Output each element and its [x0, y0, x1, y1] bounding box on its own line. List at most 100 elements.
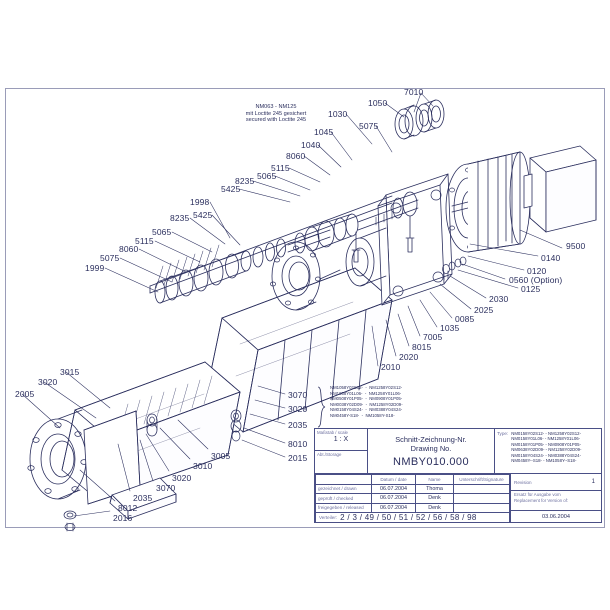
partlist-right-code: NM1258Y01L06- — [368, 390, 402, 396]
partlist-separator: - — [359, 412, 366, 418]
signature-date: 06.07.2004 — [371, 493, 416, 504]
loctite-note: NM063 - NM125 mit Loctite 245 gesichert … — [224, 104, 328, 124]
partlist-row: NM0158Y04S24- - NM0388Y04S24- — [330, 407, 403, 413]
partlist-left-code: NM0458Y-S18- — [330, 412, 360, 418]
col-date: Datum / date — [371, 474, 416, 485]
part-number-label: 8235 — [235, 176, 255, 186]
col-signature: Unterschrift/Signature — [453, 474, 510, 485]
partlist-separator: - — [362, 385, 370, 390]
part-number-label: 3070 — [288, 390, 308, 400]
signature-date: 06.07.2004 — [371, 483, 416, 494]
partlist-left-code: NM1058Y01L06- — [330, 390, 363, 396]
partlist-brace — [317, 386, 326, 428]
part-number-label: 0120 — [527, 266, 547, 276]
part-number-label: 5065 — [152, 227, 172, 237]
type-row: NM0638Y02D09- - NM1258Y02D09- — [511, 447, 582, 453]
part-number-label: 3020 — [172, 473, 192, 483]
part-number-label: 3005 — [211, 451, 231, 461]
part-number-label: 7005 — [423, 332, 443, 342]
storage-label: Abt./Storage — [317, 452, 342, 457]
title-block-top: Maßstab / scale 1 : X Abt./Storage Schni… — [315, 429, 601, 474]
part-number-label: 5115 — [271, 163, 290, 173]
revision-value: 1 — [591, 479, 595, 485]
partlist-left-code: NM0038Y02D09- — [330, 401, 364, 407]
signature-name: Denk — [415, 493, 454, 504]
replacement-label-en: Replacement for Version of: — [514, 497, 569, 503]
part-number-label: 2025 — [474, 305, 494, 315]
distribution-cell: Verteiler: 2 / 3 / 49 / 50 / 51 / 52 / 5… — [315, 513, 510, 523]
part-number-label: 2016 — [113, 513, 133, 523]
type-row: NM0458Y--S18- - NM1058Y--S18- — [511, 458, 577, 464]
revision-section: Revision 1 Ersatz für Ausgabe vom Replac… — [510, 474, 601, 523]
loctite-note-line1: NM063 - NM125 — [255, 104, 297, 110]
partlist-right-code: NM1258Y02D09- — [369, 401, 403, 407]
part-number-label: 3020 — [38, 377, 58, 387]
partlist-left-code: NM0508Y01P05- — [330, 396, 363, 402]
part-number-label: 3015 — [60, 367, 80, 377]
storage-value — [315, 457, 367, 458]
part-number-label: 3010 — [193, 461, 213, 471]
part-number-label: 5075 — [100, 253, 120, 263]
drawing-number: NMBY010.000 — [393, 455, 469, 468]
part-number-label: 5075 — [359, 121, 379, 131]
part-number-label: 2030 — [489, 294, 509, 304]
partlist-right-code: NM1058Y-S18- — [365, 412, 395, 418]
part-number-label: 2010 — [381, 362, 401, 372]
part-number-label: 5115 — [135, 236, 154, 246]
part-number-label: 1030 — [328, 109, 348, 119]
replacement-date: 03.06.2004 — [542, 514, 570, 520]
part-number-label: 2015 — [288, 453, 308, 463]
distribution-value: 2 / 3 / 49 / 50 / 51 / 52 / 56 / 58 / 98 — [340, 513, 477, 522]
part-number-label: 2035 — [288, 420, 308, 430]
signature-role: gezeichnet / drawn — [315, 483, 372, 494]
distribution-label: Verteiler: — [319, 515, 338, 520]
partlist-right-code: NM1258Y02S12- — [369, 385, 403, 390]
loctite-note-line3: secured with Loctite 245 — [245, 117, 307, 124]
revision-row: Revision 1 — [511, 474, 601, 491]
loctite-note-line2: mit Loctite 245 gesichert — [245, 110, 307, 117]
signature-role: geprüft / checked — [315, 493, 372, 504]
type-label: Type: — [497, 430, 509, 436]
partlist-separator: - — [362, 407, 370, 413]
scale-storage-cells: Maßstab / scale 1 : X Abt./Storage — [315, 429, 368, 473]
signature-field[interactable] — [453, 493, 510, 504]
signature-field[interactable] — [453, 502, 510, 513]
part-number-label: 8012 — [118, 503, 138, 513]
signature-date: 06.07.2004 — [371, 502, 416, 513]
part-number-label: 9500 — [566, 241, 586, 251]
part-number-label: 0560 (Option) — [509, 275, 563, 285]
storage-cell: Abt./Storage — [315, 451, 367, 473]
signature-section: Datum / date Name Unterschrift/Signature… — [315, 474, 510, 523]
type-row: NM0158Y01L06- - NM1258Y01L06- — [511, 436, 581, 442]
part-number-label: 2035 — [133, 493, 153, 503]
partlist-row: NM1058Y01L06- - NM1258Y01L06- — [330, 391, 403, 397]
partlist-row: NM0038Y02D09- - NM1258Y02D09- — [330, 402, 403, 408]
col-role — [315, 474, 372, 485]
part-number-label: 1050 — [368, 98, 388, 108]
signature-name: Denk — [415, 502, 454, 513]
type-list-cell: Type: NM0158Y02S12- - NM1258Y02S12-NM015… — [495, 429, 601, 473]
partlist-separator: - — [362, 390, 369, 396]
scale-cell: Maßstab / scale 1 : X — [315, 429, 367, 451]
partlist-right-code: NM0908Y01P05- — [369, 396, 403, 402]
part-number-label: 0125 — [521, 284, 541, 294]
replacement-row: Ersatz für Ausgabe vom Replacement for V… — [511, 491, 601, 511]
signature-field[interactable] — [453, 483, 510, 494]
part-number-label: 3020 — [288, 404, 308, 414]
partlist-separator: - — [362, 396, 370, 402]
part-number-label: 8015 — [412, 342, 432, 352]
part-number-label: 7010 — [404, 87, 424, 97]
type-row: NM0158Y01P05- - NM0908Y01P05- — [511, 441, 581, 447]
part-number-label: 2020 — [399, 352, 419, 362]
signature-role: freigegeben / released — [315, 502, 372, 513]
part-number-label: 8060 — [286, 151, 306, 161]
drawing-caption-en: Drawing No. — [410, 443, 452, 453]
partlist-left: NM1058Y02S12- - NM1258Y02S12-NM1058Y01L0… — [330, 385, 403, 419]
signature-table: Datum / date Name Unterschrift/Signature… — [315, 474, 510, 513]
scale-label: Maßstab / scale — [317, 430, 348, 435]
revision-label: Revision — [514, 479, 532, 485]
title-block-bottom: Datum / date Name Unterschrift/Signature… — [315, 474, 601, 523]
part-number-label: 5425 — [193, 210, 213, 220]
